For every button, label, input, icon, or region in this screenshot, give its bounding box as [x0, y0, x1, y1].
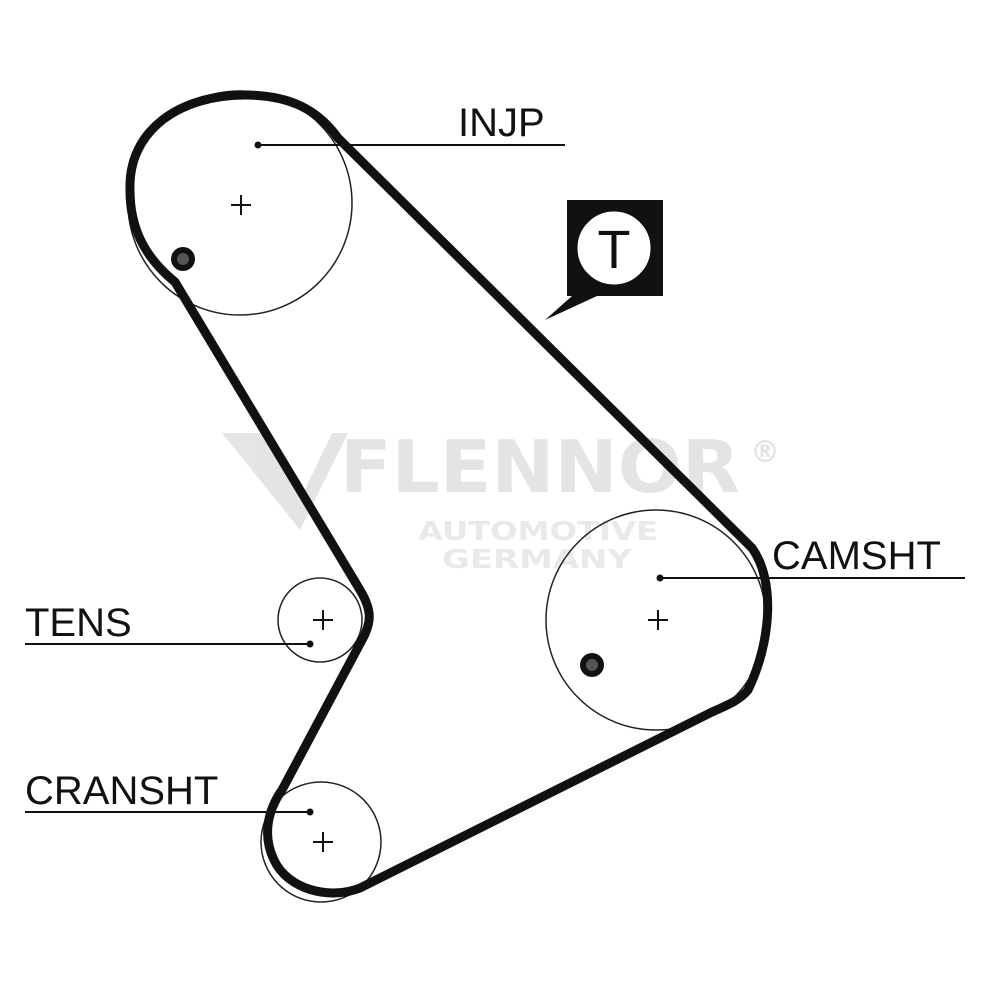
cransht-leader	[25, 808, 314, 816]
crosshair-icon	[313, 610, 333, 630]
crosshair-icon	[313, 832, 333, 852]
label-cransht: CRANSHT	[25, 769, 218, 813]
watermark-brand: FLENNOR	[340, 425, 740, 509]
tension-marker-icon: T	[545, 200, 663, 320]
tension-marker-letter: T	[598, 220, 631, 280]
watermark-line1: AUTOMOTIVE	[418, 517, 658, 547]
watermark-registered: ®	[750, 435, 780, 470]
label-tens: TENS	[25, 601, 132, 645]
camsht-leader	[656, 574, 965, 582]
tensioner-pulley	[277, 577, 363, 663]
crosshair-icon	[231, 195, 251, 215]
crosshair-icon	[648, 610, 668, 630]
tens-leader	[25, 640, 314, 648]
timing-belt	[125, 90, 773, 898]
crankshaft-pulley	[260, 781, 382, 903]
bolt-marker-icon	[171, 247, 195, 271]
flennor-logo-mark	[222, 433, 348, 530]
bolt-marker-icon	[580, 653, 604, 677]
label-camsht: CAMSHT	[772, 534, 941, 578]
label-injp: INJP	[458, 101, 545, 145]
injp-leader	[254, 141, 565, 149]
watermark-line2: GERMANY	[442, 545, 634, 575]
